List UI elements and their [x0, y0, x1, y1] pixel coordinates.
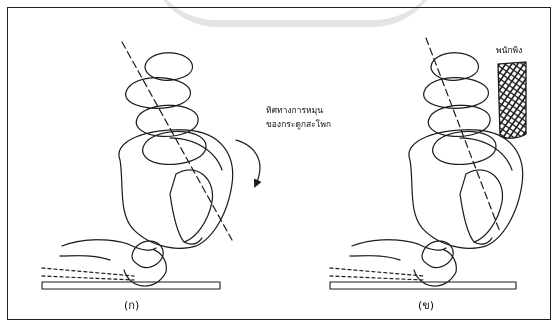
left-pelvis-diagram: [42, 42, 260, 289]
femur: [62, 240, 156, 250]
femur-lower: [350, 256, 400, 260]
rotation-arrow: [236, 140, 260, 184]
vertebra-2: [424, 78, 489, 109]
vertebra-2: [126, 78, 191, 109]
right-panel-label: (ข): [418, 296, 434, 314]
pelvis-outline: [119, 130, 233, 248]
right-pelvis-diagram: [330, 38, 526, 289]
rotation-annotation: ทิศทางการหมุน ของกระดูกสะโพก: [266, 104, 331, 132]
spine-axis-line: [122, 42, 232, 240]
sacrum: [460, 170, 503, 242]
iliac-crest: [460, 138, 512, 170]
backrest: [498, 62, 526, 138]
thigh-dashed-1: [42, 268, 134, 276]
vertebra-1: [431, 53, 478, 81]
vertebra-1: [145, 53, 192, 81]
left-panel-label: (ก): [124, 296, 139, 314]
thigh-dashed-1: [330, 268, 424, 276]
spine-axis-line: [426, 38, 500, 232]
thigh-dashed-2: [42, 276, 134, 280]
seat-base: [42, 282, 220, 289]
rotation-annotation-line1: ทิศทางการหมุน: [266, 104, 331, 118]
rotation-annotation-line2: ของกระดูกสะโพก: [266, 118, 331, 132]
sacrum: [170, 170, 213, 242]
backrest-annotation: พนักพิง: [496, 44, 522, 58]
femur-lower: [60, 256, 110, 260]
femur: [352, 240, 446, 250]
pelvis-outline: [409, 130, 523, 248]
thigh-dashed-2: [330, 276, 424, 280]
